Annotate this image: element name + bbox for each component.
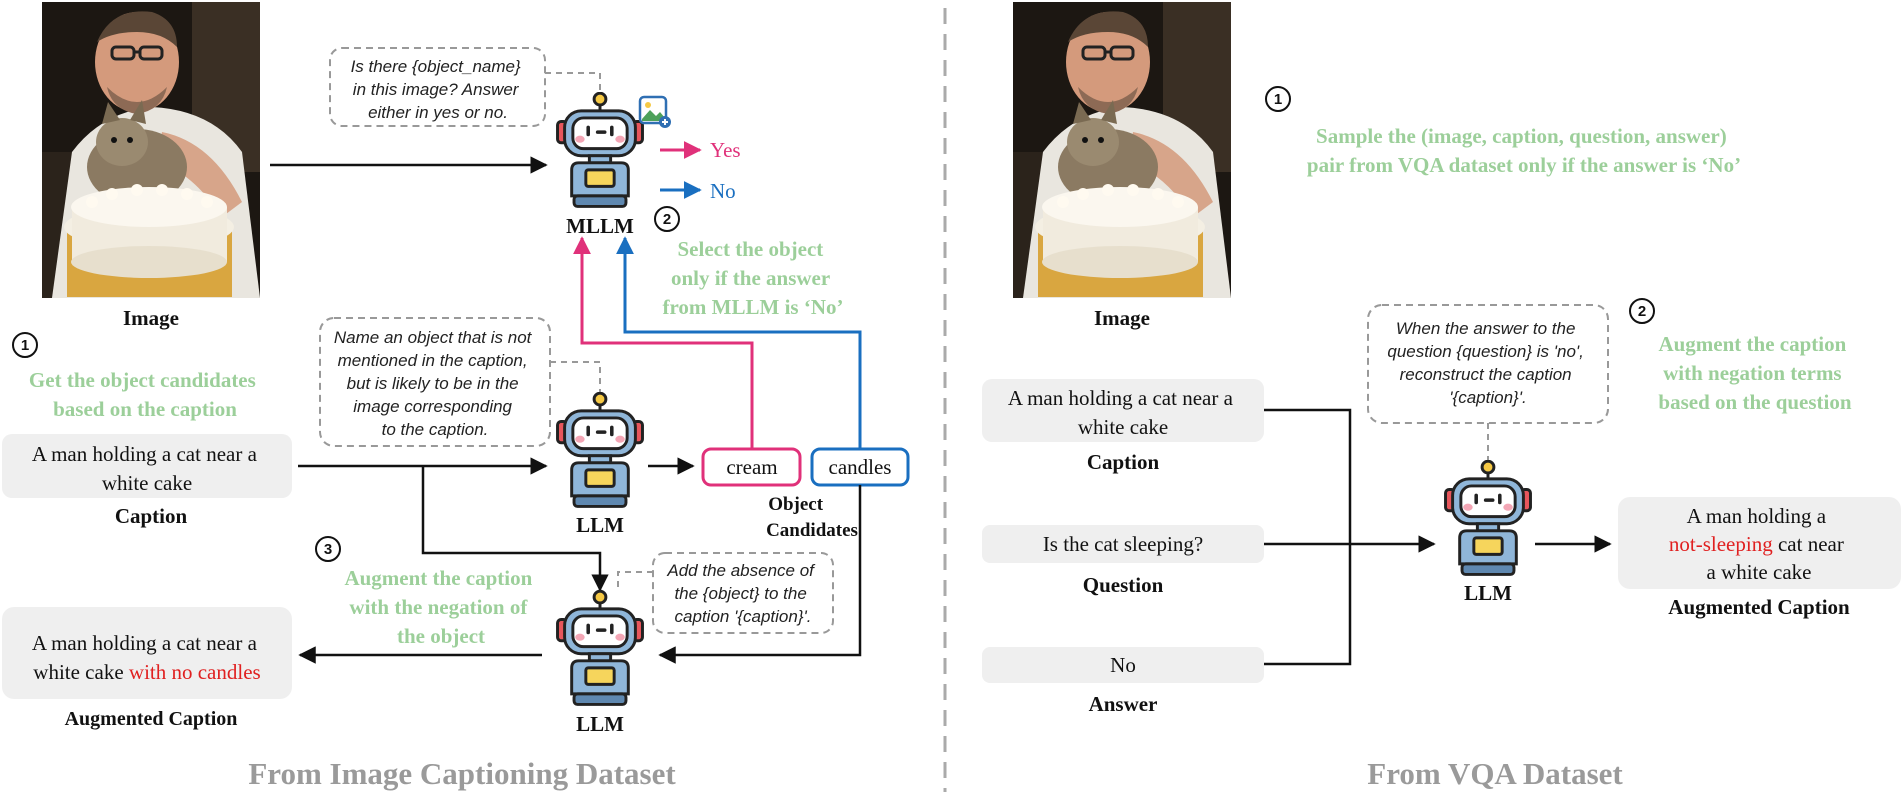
left-image-label: Image — [123, 306, 179, 330]
right-step1-circle — [1265, 86, 1291, 112]
right-step2-number: 2 — [1638, 303, 1646, 320]
right-caption-label: Caption — [1087, 450, 1160, 474]
right-step2-circle — [1629, 298, 1655, 324]
left-aug-caption-text: A man holding a cat near a white cake wi… — [32, 631, 262, 684]
yes-label: Yes — [710, 138, 741, 162]
left-step1-circle — [12, 332, 38, 358]
candles-to-mllm-arrow — [616, 236, 862, 450]
absence-prompt-box — [652, 552, 834, 634]
right-step1-text: Sample the (image, caption, question, an… — [1307, 124, 1741, 177]
photo-icon — [42, 2, 260, 298]
robot-icon — [555, 590, 645, 707]
llm-prompt-connector — [550, 361, 601, 395]
cream-to-mllm-arrow — [573, 236, 754, 450]
left-step1-text: Get the object candidates based on the c… — [29, 368, 261, 421]
candidate-cream-text: cream — [726, 455, 777, 479]
absence-prompt-connector — [617, 571, 653, 590]
candidate-cream — [701, 447, 802, 487]
candidate-candles-text: candles — [829, 455, 892, 479]
right-aug-caption-label: Augmented Caption — [1668, 595, 1850, 619]
candidates-label: Object Candidates — [766, 494, 858, 541]
right-step2-text: Augment the caption with negation terms … — [1658, 332, 1851, 414]
mllm-label: MLLM — [566, 214, 634, 238]
right-aug-caption-text: A man holding a not-sleeping cat near a … — [1669, 504, 1849, 584]
robot-icon — [1443, 460, 1533, 577]
right-question-text: Is the cat sleeping? — [1043, 532, 1203, 556]
right-question-box — [982, 525, 1264, 563]
right-caption-connector — [1264, 408, 1352, 666]
right-footer: From VQA Dataset — [1367, 756, 1623, 791]
llm-label: LLM — [576, 513, 624, 537]
llm-prompt-box — [319, 317, 551, 447]
left-step2-number: 2 — [663, 211, 671, 228]
right-answer-text: No — [1110, 653, 1136, 677]
arrow-candles-to-aug-llm — [658, 485, 862, 664]
left-step3-text: Augment the caption with the negation of… — [344, 566, 537, 648]
left-caption-box — [2, 434, 292, 498]
left-step3-circle — [315, 536, 341, 562]
no-label: No — [710, 179, 736, 203]
robot-icon — [555, 392, 645, 509]
aug-llm-label: LLM — [576, 712, 624, 736]
right-prompt-text: When the answer to the question {questio… — [1387, 319, 1588, 407]
left-step2-circle — [654, 206, 680, 232]
left-aug-caption-label: Augmented Caption — [65, 708, 238, 730]
mllm-prompt-connector — [545, 72, 601, 95]
left-footer: From Image Captioning Dataset — [248, 756, 676, 791]
right-prompt-box — [1367, 304, 1609, 424]
left-aug-caption-box — [2, 607, 292, 699]
right-step1-number: 1 — [1274, 91, 1282, 108]
right-caption-box — [982, 379, 1264, 442]
right-image-label: Image — [1094, 306, 1150, 330]
right-caption-text: A man holding a cat near a white cake — [1008, 386, 1238, 439]
mllm-prompt-box — [329, 47, 546, 127]
right-question-label: Question — [1083, 573, 1164, 597]
absence-prompt-text: Add the absence of the {object} to the c… — [666, 561, 818, 626]
robot-icon — [555, 92, 645, 209]
photo-icon — [1013, 2, 1231, 298]
right-aug-caption-box — [1618, 497, 1901, 589]
mllm-prompt-text: Is there {object_name} in this image? An… — [351, 57, 526, 122]
left-step1-number: 1 — [21, 337, 29, 354]
llm-prompt-text: Name an object that is not mentioned in … — [334, 328, 536, 439]
right-answer-label: Answer — [1089, 692, 1158, 716]
left-caption-label: Caption — [115, 504, 188, 528]
right-answer-box — [982, 647, 1264, 683]
right-llm-label: LLM — [1464, 581, 1512, 605]
left-caption-text: A man holding a cat near a white cake — [32, 442, 262, 495]
left-step2-text: Select the object only if the answer fro… — [663, 237, 844, 319]
image-badge-icon — [638, 95, 672, 129]
arrow-caption-to-aug-llm — [421, 466, 609, 592]
left-step3-number: 3 — [324, 541, 332, 558]
